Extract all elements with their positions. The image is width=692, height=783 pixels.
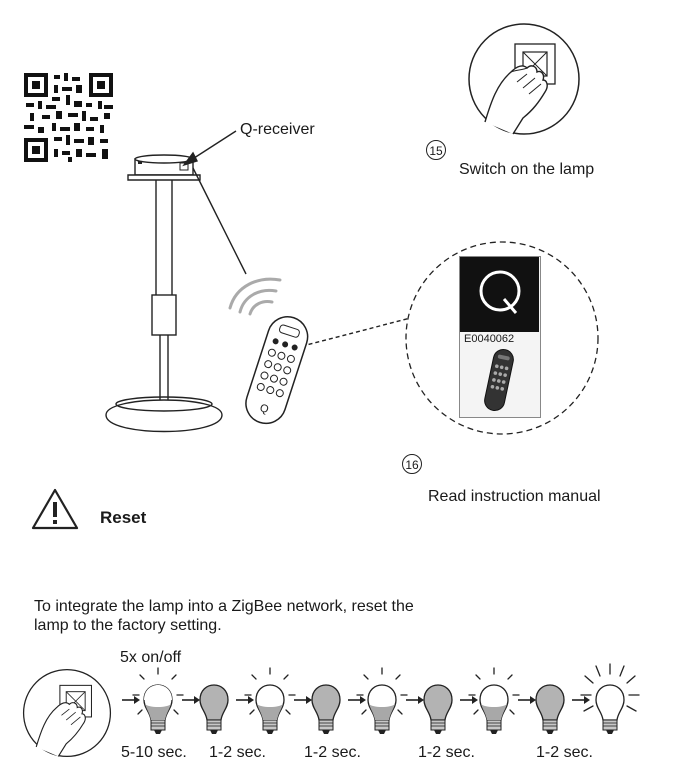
remote-control-icon: Q xyxy=(228,277,309,425)
bulb-on-icon xyxy=(468,667,520,735)
arrow-icon xyxy=(571,695,591,705)
timing-label: 1-2 sec. xyxy=(304,744,361,761)
timing-label: 1-2 sec. xyxy=(418,744,475,761)
bulb-flashing-icon xyxy=(580,663,640,735)
timing-label: 5-10 sec. xyxy=(121,744,187,761)
arrow-icon xyxy=(181,695,201,705)
arrow-icon xyxy=(459,695,479,705)
warning-icon xyxy=(31,488,79,530)
q-logo-icon xyxy=(479,270,521,314)
arrow-icon xyxy=(347,695,367,705)
hand-switch-icon-reset xyxy=(22,668,112,758)
timing-label: 1-2 sec. xyxy=(209,744,266,761)
timing-label: 1-2 sec. xyxy=(536,744,593,761)
reset-intro: To integrate the lamp into a ZigBee netw… xyxy=(34,597,494,635)
bulb-off-icon xyxy=(311,684,341,735)
bulb-off-icon xyxy=(535,684,565,735)
lamp-illustration xyxy=(105,154,223,433)
arrow-icon xyxy=(235,695,255,705)
bulb-on-icon xyxy=(132,667,184,735)
step-16-number: 16 xyxy=(402,454,422,474)
qr-code-icon xyxy=(24,73,113,162)
cycle-label: 5x on/off xyxy=(120,649,182,666)
remote-logo-letter: Q xyxy=(258,402,270,416)
bulb-off-icon xyxy=(423,684,453,735)
arrow-icon xyxy=(405,695,425,705)
reset-intro-line-2: lamp to the factory setting. xyxy=(34,617,222,634)
arrow-icon xyxy=(293,695,313,705)
hand-switch-icon xyxy=(468,23,580,135)
step-15-number: 15 xyxy=(426,140,446,160)
arrow-icon xyxy=(517,695,537,705)
bulb-on-icon xyxy=(244,667,296,735)
bulb-off-icon xyxy=(199,684,229,735)
arrow-icon xyxy=(121,695,141,705)
step-16-text: Read instruction manual xyxy=(428,488,601,505)
step-15-text: Switch on the lamp xyxy=(459,161,595,178)
instruction-card-logo xyxy=(460,257,539,332)
reset-title: Reset xyxy=(100,508,147,527)
q-receiver-label: Q-receiver xyxy=(240,121,315,138)
bulb-sequence xyxy=(121,663,640,735)
card-remote-image xyxy=(484,348,514,412)
card-code: E0040062 xyxy=(464,333,515,345)
reset-intro-line-1: To integrate the lamp into a ZigBee netw… xyxy=(34,598,414,615)
bulb-on-icon xyxy=(356,667,408,735)
